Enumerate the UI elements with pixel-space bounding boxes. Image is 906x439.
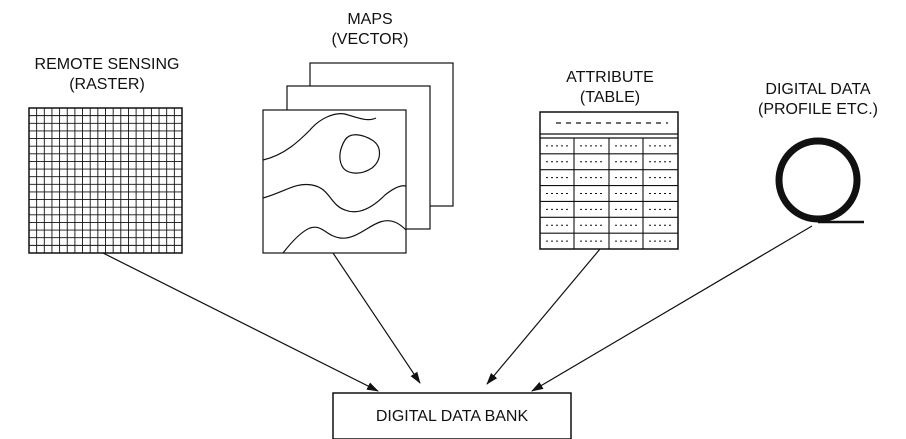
remote-sensing-title: REMOTE SENSING (RASTER): [10, 55, 204, 95]
digital-data-title-line2: (PROFILE ETC.): [757, 101, 878, 118]
map-sheet-front: [262, 109, 407, 254]
arrow-table-to-bank: [486, 248, 601, 385]
tape-reel: [775, 137, 864, 224]
maps-title-line2: (VECTOR): [331, 31, 409, 48]
attribute-title: ATTRIBUTE (TABLE): [540, 68, 680, 108]
map-contour-line: [262, 113, 377, 161]
raster-grid: [28, 107, 183, 254]
arrow-maps-to-bank: [332, 252, 421, 384]
remote-sensing-title-line2: (RASTER): [69, 76, 145, 93]
map-contour-line: [282, 220, 407, 254]
data-bank-label: DIGITAL DATA BANK: [375, 408, 529, 425]
attribute-title-line2: (TABLE): [579, 89, 641, 106]
vector-map-stack: [262, 62, 454, 254]
attribute-table: [539, 111, 679, 250]
data-bank-box: [332, 392, 572, 439]
attribute-title-line1: ATTRIBUTE: [566, 69, 654, 86]
maps-title-line1: MAPS: [347, 11, 393, 28]
arrow-tape-to-bank: [531, 225, 813, 392]
connection-arrows: [102, 225, 813, 392]
digital-data-title: DIGITAL DATA (PROFILE ETC.): [736, 80, 900, 120]
arrow-raster-to-bank: [102, 252, 379, 392]
map-contour-line: [262, 183, 407, 213]
remote-sensing-title-line1: REMOTE SENSING: [34, 56, 180, 73]
map-contour-line: [339, 134, 381, 174]
digital-data-title-line1: DIGITAL DATA: [765, 81, 871, 98]
maps-title: MAPS (VECTOR): [300, 10, 440, 50]
